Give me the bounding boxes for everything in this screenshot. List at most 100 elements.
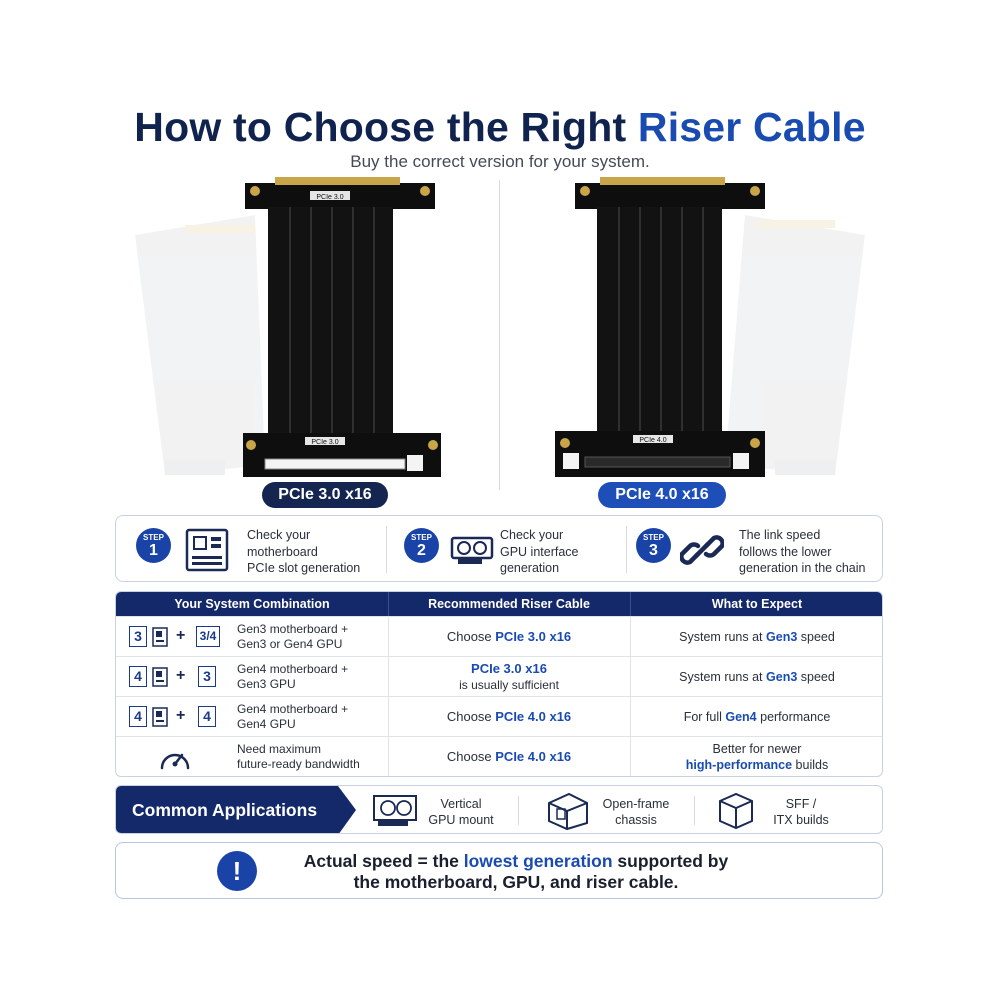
exp-prefix: System runs at <box>679 670 767 684</box>
rec-highlight: PCIe 4.0 x16 <box>495 749 572 764</box>
gen-badge: 4 <box>129 706 147 727</box>
pcie3-riser-image: PCIe 3.0 PCIe 3.0 <box>135 177 441 477</box>
table-row: 4 + 4 Gen4 motherboard + Gen4 GPU Choose… <box>116 696 882 736</box>
table-row: 3 + 3/4 Gen3 motherboard + Gen3 or Gen4 … <box>116 616 882 656</box>
expected-result: System runs at Gen3 speed <box>630 629 882 645</box>
step-2-line: GPU interface <box>500 544 579 559</box>
combo-description: Gen4 GPU <box>237 717 296 731</box>
step-3-line: follows the lower <box>739 544 832 559</box>
rec-highlight: PCIe 3.0 x16 <box>495 629 572 644</box>
app-label: Vertical <box>440 797 482 811</box>
table-header: Your System Combination Recommended Rise… <box>116 592 882 616</box>
app-divider <box>694 796 695 825</box>
app-label: GPU mount <box>428 813 494 827</box>
exp-prefix: System runs at <box>679 630 767 644</box>
column-header: What to Expect <box>711 597 803 611</box>
product-divider <box>499 180 500 490</box>
gen-badge: 3 <box>198 666 216 687</box>
exp-suffix: builds <box>792 758 829 772</box>
app-label: Open-frame <box>602 797 670 811</box>
step-divider <box>386 526 387 573</box>
note-suffix: supported by <box>612 851 729 871</box>
step-1-line: PCIe slot generation <box>247 561 361 575</box>
exp-suffix: speed <box>797 670 835 684</box>
recommended-cable: Choose PCIe 4.0 x16 <box>388 749 630 764</box>
app-label: SFF / <box>785 797 817 811</box>
expected-result: System runs at Gen3 speed <box>630 669 882 685</box>
exp-highlight: Gen3 <box>766 630 798 644</box>
bottom-chip-label: PCIe 3.0 <box>311 439 338 446</box>
gpu-icon <box>450 536 494 564</box>
header-divider <box>630 592 631 616</box>
gen-badge: 4 <box>198 706 216 727</box>
plus-sign: + <box>176 667 186 684</box>
exp-prefix: For full <box>683 710 726 724</box>
recommended-cable: Choose PCIe 4.0 x16 <box>388 709 630 724</box>
step-divider <box>626 526 627 573</box>
applications-title: Common Applications <box>116 786 356 833</box>
applications-panel: Common Applications Vertical GPU mount O… <box>115 785 883 834</box>
vertical-gpu-icon <box>373 795 417 826</box>
rec-highlight: PCIe 4.0 x16 <box>495 709 572 724</box>
rec-prefix: Choose <box>446 709 496 724</box>
plus-sign: + <box>176 627 186 644</box>
motherboard-icon <box>152 627 168 647</box>
table-row: 4 + 3 Gen4 motherboard + Gen3 GPU PCIe 3… <box>116 656 882 696</box>
pcie4-riser-image: PCIe 4.0 <box>555 177 865 477</box>
open-frame-chassis-icon <box>548 792 588 831</box>
pcie3-label-pill: PCIe 3.0 x16 <box>262 482 388 508</box>
exclamation-icon: ! <box>217 851 257 891</box>
combo-description: Gen4 motherboard + <box>237 662 349 676</box>
step-2-line: generation <box>500 561 560 575</box>
app-divider <box>518 796 519 825</box>
combo-description: Gen3 or Gen4 GPU <box>237 637 343 651</box>
expected-result: Better for newer high-performance builds <box>630 741 882 773</box>
recommended-cable: Choose PCIe 3.0 x16 <box>388 629 630 644</box>
gen-badge: 4 <box>129 666 147 687</box>
combo-description: future-ready bandwidth <box>237 757 360 771</box>
page-title: How to Choose the Right Riser Cable <box>0 104 1000 151</box>
exp-suffix: performance <box>756 710 831 724</box>
combo-description: Gen3 GPU <box>237 677 296 691</box>
column-header: Recommended Riser Cable <box>428 597 590 611</box>
step-1-line: motherboard <box>247 544 318 559</box>
page-subtitle: Buy the correct version for your system. <box>350 152 650 171</box>
exp-suffix: speed <box>797 630 835 644</box>
title-main: How to Choose the Right <box>134 104 638 150</box>
top-chip-label: PCIe 3.0 <box>316 194 343 201</box>
plus-sign: + <box>176 707 186 724</box>
title-accent: Riser Cable <box>637 104 866 150</box>
speedometer-icon <box>160 753 190 770</box>
motherboard-icon <box>152 707 168 727</box>
rec-subtext: is usually sufficient <box>459 678 559 692</box>
exp-highlight: high-performance <box>685 758 793 772</box>
app-label: ITX builds <box>773 813 829 827</box>
sff-itx-case-icon <box>719 792 753 830</box>
recommended-cable: PCIe 3.0 x16 is usually sufficient <box>388 661 630 693</box>
motherboard-icon <box>185 528 229 572</box>
gen-badge: 3/4 <box>196 626 220 647</box>
chain-link-icon <box>680 535 724 565</box>
gen-badge: 3 <box>129 626 147 647</box>
rec-prefix: Choose <box>446 629 496 644</box>
rec-highlight: PCIe 3.0 x16 <box>471 661 547 676</box>
speed-note: ! Actual speed = the lowest generation s… <box>115 842 883 899</box>
note-prefix: Actual speed = the <box>303 851 464 871</box>
step-3-line: The link speed <box>739 528 821 542</box>
expected-result: For full Gen4 performance <box>630 709 882 725</box>
table-row: Need maximum future-ready bandwidth Choo… <box>116 736 882 776</box>
step-2-line: Check your <box>500 528 564 542</box>
step-1-line: Check your <box>247 528 311 542</box>
rec-prefix: Choose <box>446 749 496 764</box>
pcie4-label-pill: PCIe 4.0 x16 <box>598 482 726 508</box>
exp-highlight: Gen3 <box>766 670 798 684</box>
exp-line: Better for newer <box>712 742 802 756</box>
bottom-chip-label: PCIe 4.0 <box>639 437 666 444</box>
